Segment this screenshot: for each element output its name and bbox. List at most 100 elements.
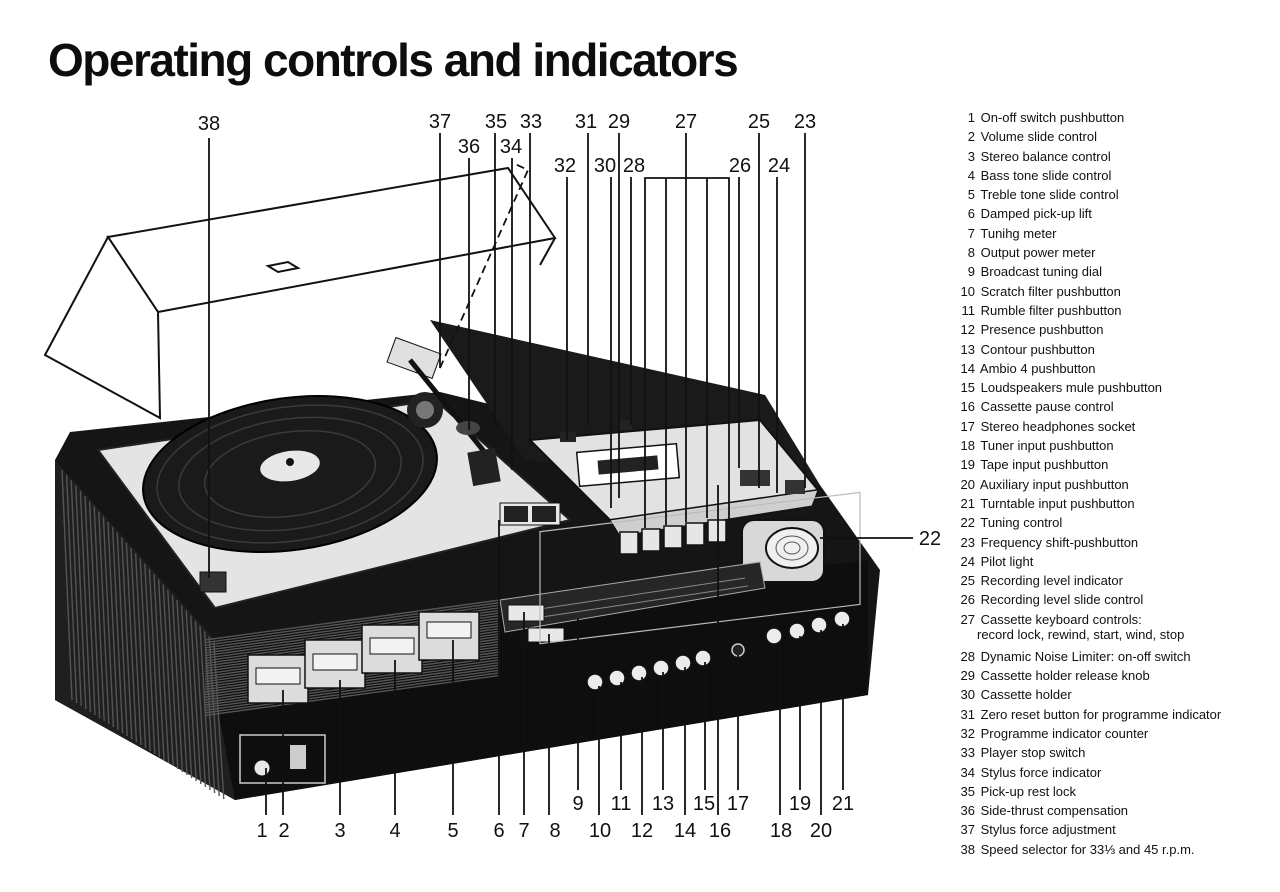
callout-25: 25 bbox=[748, 111, 770, 133]
callout-19: 19 bbox=[789, 793, 811, 815]
legend-number: 19 bbox=[960, 457, 975, 473]
legend-text: Presence pushbutton bbox=[980, 322, 1104, 338]
legend-number: 30 bbox=[960, 687, 975, 703]
callout-14: 14 bbox=[674, 820, 696, 842]
turntable-deck bbox=[96, 394, 573, 610]
legend-item: 7 Tunihg meter bbox=[957, 224, 1221, 243]
groove-line bbox=[102, 516, 115, 728]
legend-text: Recording level indicator bbox=[980, 573, 1123, 589]
legend-text: Cassette holder bbox=[980, 687, 1072, 703]
groove-line bbox=[171, 594, 184, 773]
legend-item: 23 Frequency shift-pushbutton bbox=[957, 533, 1221, 552]
legend-number: 14 bbox=[960, 360, 975, 376]
legend-text: Stereo balance control bbox=[980, 148, 1111, 164]
legend-number: 15 bbox=[960, 380, 975, 396]
callout-38: 38 bbox=[198, 113, 220, 135]
groove-line bbox=[134, 553, 147, 749]
groove-line bbox=[84, 495, 96, 716]
legend-item: 30 Cassette holder bbox=[957, 685, 1221, 704]
legend-number: 21 bbox=[960, 495, 975, 511]
legend-item: 24 Pilot light bbox=[957, 552, 1221, 571]
legend-number: 18 bbox=[960, 438, 975, 454]
callout-26: 26 bbox=[729, 155, 751, 177]
legend-item: 28 Dynamic Noise Limiter: on-off switch bbox=[957, 647, 1221, 666]
legend-number: 22 bbox=[960, 515, 975, 531]
legend-text: Damped pick-up lift bbox=[980, 206, 1092, 222]
legend-text: Zero reset button for programme indicato… bbox=[980, 706, 1222, 722]
groove-line bbox=[153, 573, 165, 761]
groove-line bbox=[162, 584, 174, 767]
callout-17: 17 bbox=[727, 793, 749, 815]
groove-line bbox=[65, 475, 78, 704]
groove-line bbox=[88, 501, 101, 719]
legend-text: Cassette keyboard controls: bbox=[980, 611, 1142, 627]
legend-text: Broadcast tuning dial bbox=[980, 264, 1103, 280]
legend-item: 27 Cassette keyboard controls:record loc… bbox=[957, 612, 1221, 642]
groove-line bbox=[93, 506, 105, 722]
groove-line bbox=[204, 601, 501, 644]
legend-item: 29 Cassette holder release knob bbox=[957, 666, 1221, 685]
legend-item: 15 Loudspeakers mule pushbutton bbox=[957, 378, 1221, 397]
groove-line bbox=[204, 672, 501, 714]
callout-10: 10 bbox=[589, 820, 611, 842]
callout-37: 37 bbox=[429, 111, 451, 133]
callout-30: 30 bbox=[594, 155, 616, 177]
legend-item: 32 Programme indicator counter bbox=[957, 724, 1221, 743]
legend-number: 5 bbox=[967, 187, 975, 203]
legend-number: 10 bbox=[960, 283, 975, 299]
receiver-top bbox=[430, 320, 820, 537]
legend-number: 28 bbox=[960, 648, 975, 664]
legend-text: Stylus force adjustment bbox=[980, 822, 1116, 838]
callout-leader-lines bbox=[208, 133, 913, 815]
legend-item: 3 Stereo balance control bbox=[957, 147, 1221, 166]
legend-number: 34 bbox=[960, 764, 975, 780]
callout-15: 15 bbox=[693, 793, 715, 815]
callout-35: 35 bbox=[485, 111, 507, 133]
legend-item: 10 Scratch filter pushbutton bbox=[957, 282, 1221, 301]
legend-text: Tape input pushbutton bbox=[980, 457, 1109, 473]
legend-text: Dynamic Noise Limiter: on-off switch bbox=[980, 648, 1191, 664]
legend-number: 17 bbox=[960, 418, 975, 434]
callout-7: 7 bbox=[518, 820, 529, 842]
legend-text: Pilot light bbox=[980, 553, 1034, 569]
legend-text: Output power meter bbox=[980, 245, 1096, 261]
callout-21: 21 bbox=[832, 793, 854, 815]
legend-number: 33 bbox=[960, 745, 975, 761]
legend-number: 12 bbox=[960, 322, 975, 338]
legend-item: 33 Player stop switch bbox=[957, 743, 1221, 762]
legend-number: 35 bbox=[960, 783, 975, 799]
callout-24: 24 bbox=[768, 155, 790, 177]
callout-32: 32 bbox=[554, 155, 576, 177]
callout-11: 11 bbox=[611, 793, 632, 815]
groove-line bbox=[98, 511, 110, 725]
callout-31: 31 bbox=[575, 111, 597, 133]
legend-number: 31 bbox=[960, 706, 975, 722]
legend-text: Stylus force indicator bbox=[980, 764, 1102, 780]
legend-number: 37 bbox=[960, 822, 975, 838]
legend-item: 26 Recording level slide control bbox=[957, 590, 1221, 609]
callout-5: 5 bbox=[447, 820, 458, 842]
legend-number: 4 bbox=[967, 167, 975, 183]
legend-text: Bass tone slide control bbox=[980, 167, 1112, 183]
legend-text: Auxiliary input pushbutton bbox=[979, 476, 1129, 492]
groove-line bbox=[79, 490, 92, 713]
callout-13: 13 bbox=[652, 793, 674, 815]
legend-item: 2 Volume slide control bbox=[957, 127, 1221, 146]
callout-20: 20 bbox=[810, 820, 832, 842]
legend-text: Loudspeakers mule pushbutton bbox=[980, 380, 1163, 396]
legend-item: 36 Side-thrust compensation bbox=[957, 801, 1221, 820]
legend-item: 21 Turntable input pushbutton bbox=[957, 494, 1221, 513]
tuning-dial bbox=[499, 561, 766, 643]
callout-8: 8 bbox=[549, 820, 560, 842]
legend-number: 7 bbox=[967, 225, 975, 241]
slide-controls bbox=[247, 611, 480, 704]
groove-line bbox=[204, 674, 501, 717]
legend-item: 1 On-off switch pushbutton bbox=[957, 108, 1221, 127]
legend-number: 9 bbox=[967, 264, 975, 280]
legend-item: 16 Cassette pause control bbox=[957, 397, 1221, 416]
groove-line bbox=[144, 563, 156, 755]
legend-text: Scratch filter pushbutton bbox=[980, 283, 1121, 299]
legend-text: Player stop switch bbox=[980, 745, 1086, 761]
legend-number: 36 bbox=[960, 803, 975, 819]
